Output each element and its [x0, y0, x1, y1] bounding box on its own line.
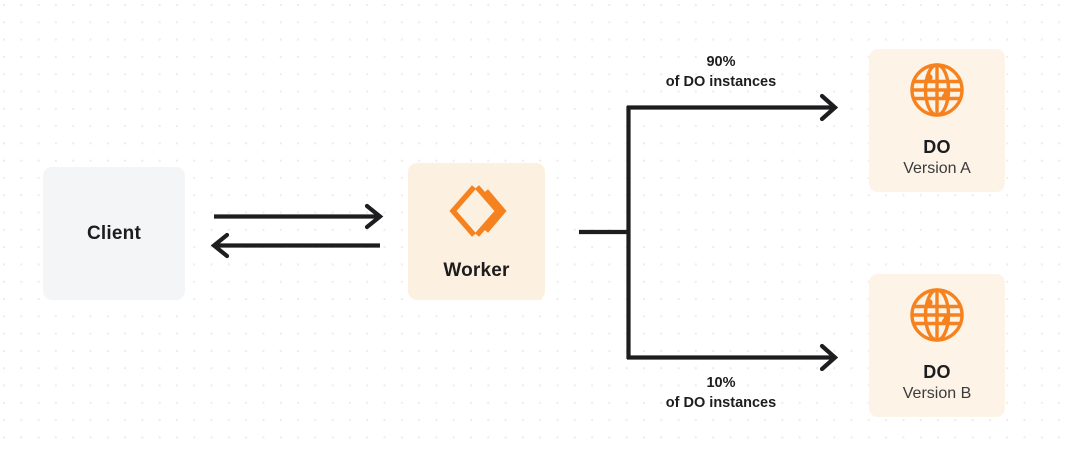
cloudflare-workers-icon — [447, 181, 507, 246]
node-worker-label: Worker — [443, 260, 510, 281]
edge-worker-to-client — [210, 232, 380, 259]
edge-label-do-a: 90% of DO instances — [604, 52, 838, 92]
edge-label-do-b: 10% of DO instances — [604, 373, 838, 413]
node-do-version-b[interactable]: DO Version B — [869, 274, 1005, 417]
node-do-a-label: DO — [923, 136, 951, 157]
node-worker[interactable]: Worker — [408, 163, 545, 300]
edge-label-do-a-percent: 90% — [706, 54, 736, 70]
globe-icon — [908, 61, 966, 124]
edge-client-to-worker — [214, 203, 384, 230]
node-client[interactable]: Client — [43, 167, 185, 300]
edge-worker-branch-trunk — [579, 106, 631, 359]
edge-label-do-b-percent: 10% — [706, 375, 736, 391]
node-do-version-a[interactable]: DO Version A — [869, 49, 1005, 192]
node-do-b-label: DO — [923, 361, 951, 382]
node-do-b-sublabel: Version B — [902, 385, 972, 403]
globe-icon — [908, 286, 966, 349]
edge-worker-to-do-a — [627, 93, 839, 122]
edge-label-do-b-caption: of DO instances — [665, 395, 777, 411]
node-client-label: Client — [87, 222, 141, 244]
edge-label-do-a-caption: of DO instances — [665, 74, 777, 90]
edge-worker-to-do-b — [627, 343, 839, 372]
node-do-a-sublabel: Version A — [903, 160, 971, 178]
